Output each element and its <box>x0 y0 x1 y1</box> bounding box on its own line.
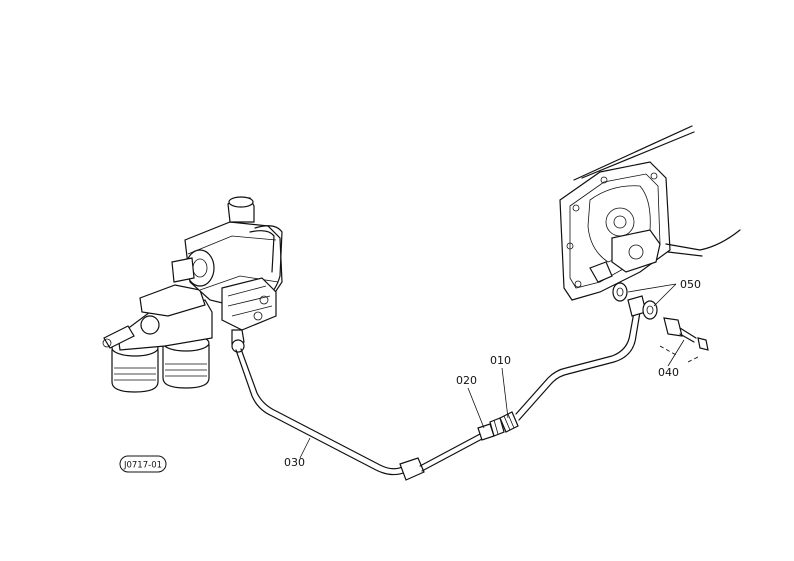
leader-lines <box>299 283 685 459</box>
return-pipe <box>515 295 647 421</box>
fitting-020 <box>477 417 505 441</box>
fuel-pipe-030 <box>235 348 483 481</box>
washer-050 <box>612 282 658 320</box>
part-label-020: 020 <box>456 374 477 387</box>
part-label-050: 050 <box>680 278 701 291</box>
engine-gear-case <box>559 125 741 301</box>
part-label-040: 040 <box>658 366 679 379</box>
part-labels: 010 020 030 040 050 <box>284 278 701 469</box>
drawing-code: J0717-01 <box>123 461 162 471</box>
banjo-bolt-040 <box>659 317 709 363</box>
drawing-code-badge: J0717-01 <box>119 455 167 473</box>
part-label-030: 030 <box>284 456 305 469</box>
part-label-010: 010 <box>490 354 511 367</box>
injection-pump-assembly <box>102 196 283 393</box>
fitting-010 <box>499 411 519 433</box>
